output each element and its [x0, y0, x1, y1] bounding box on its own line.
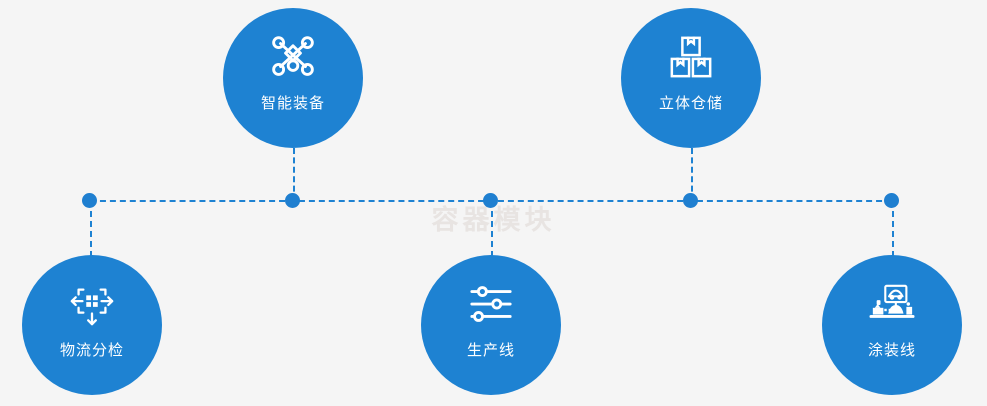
network-nodes-icon	[270, 34, 316, 80]
axis-dot-liti-cangchu[interactable]	[683, 193, 698, 208]
node-label-tuzhuang-xian: 涂装线	[867, 341, 916, 359]
stem-wuliu-fenjian	[90, 201, 92, 257]
paint-booth-icon	[869, 281, 915, 327]
stacked-boxes-icon	[668, 34, 714, 80]
axis-dot-wuliu-fenjian[interactable]	[82, 193, 97, 208]
stem-tuzhuang-xian	[892, 201, 894, 257]
node-label-liti-cangchu: 立体仓储	[658, 94, 723, 112]
node-wuliu-fenjian[interactable]: 物流分检	[22, 255, 162, 395]
axis-dot-tuzhuang-xian[interactable]	[884, 193, 899, 208]
node-tuzhuang-xian[interactable]: 涂装线	[822, 255, 962, 395]
node-label-zhineng-zhuangbei: 智能装备	[260, 94, 325, 112]
node-label-wuliu-fenjian: 物流分检	[59, 341, 124, 359]
stem-liti-cangchu	[691, 148, 693, 201]
stem-zhineng-zhuangbei	[293, 148, 295, 201]
node-label-shengchan-xian: 生产线	[466, 341, 515, 359]
node-shengchan-xian[interactable]: 生产线	[421, 255, 561, 395]
node-zhineng-zhuangbei[interactable]: 智能装备	[223, 8, 363, 148]
axis-dot-zhineng-zhuangbei[interactable]	[285, 193, 300, 208]
node-liti-cangchu[interactable]: 立体仓储	[621, 8, 761, 148]
axis-dot-shengchan-xian[interactable]	[483, 193, 498, 208]
sorting-arrows-icon	[69, 281, 115, 327]
sliders-icon	[468, 281, 514, 327]
stem-shengchan-xian	[491, 201, 493, 257]
